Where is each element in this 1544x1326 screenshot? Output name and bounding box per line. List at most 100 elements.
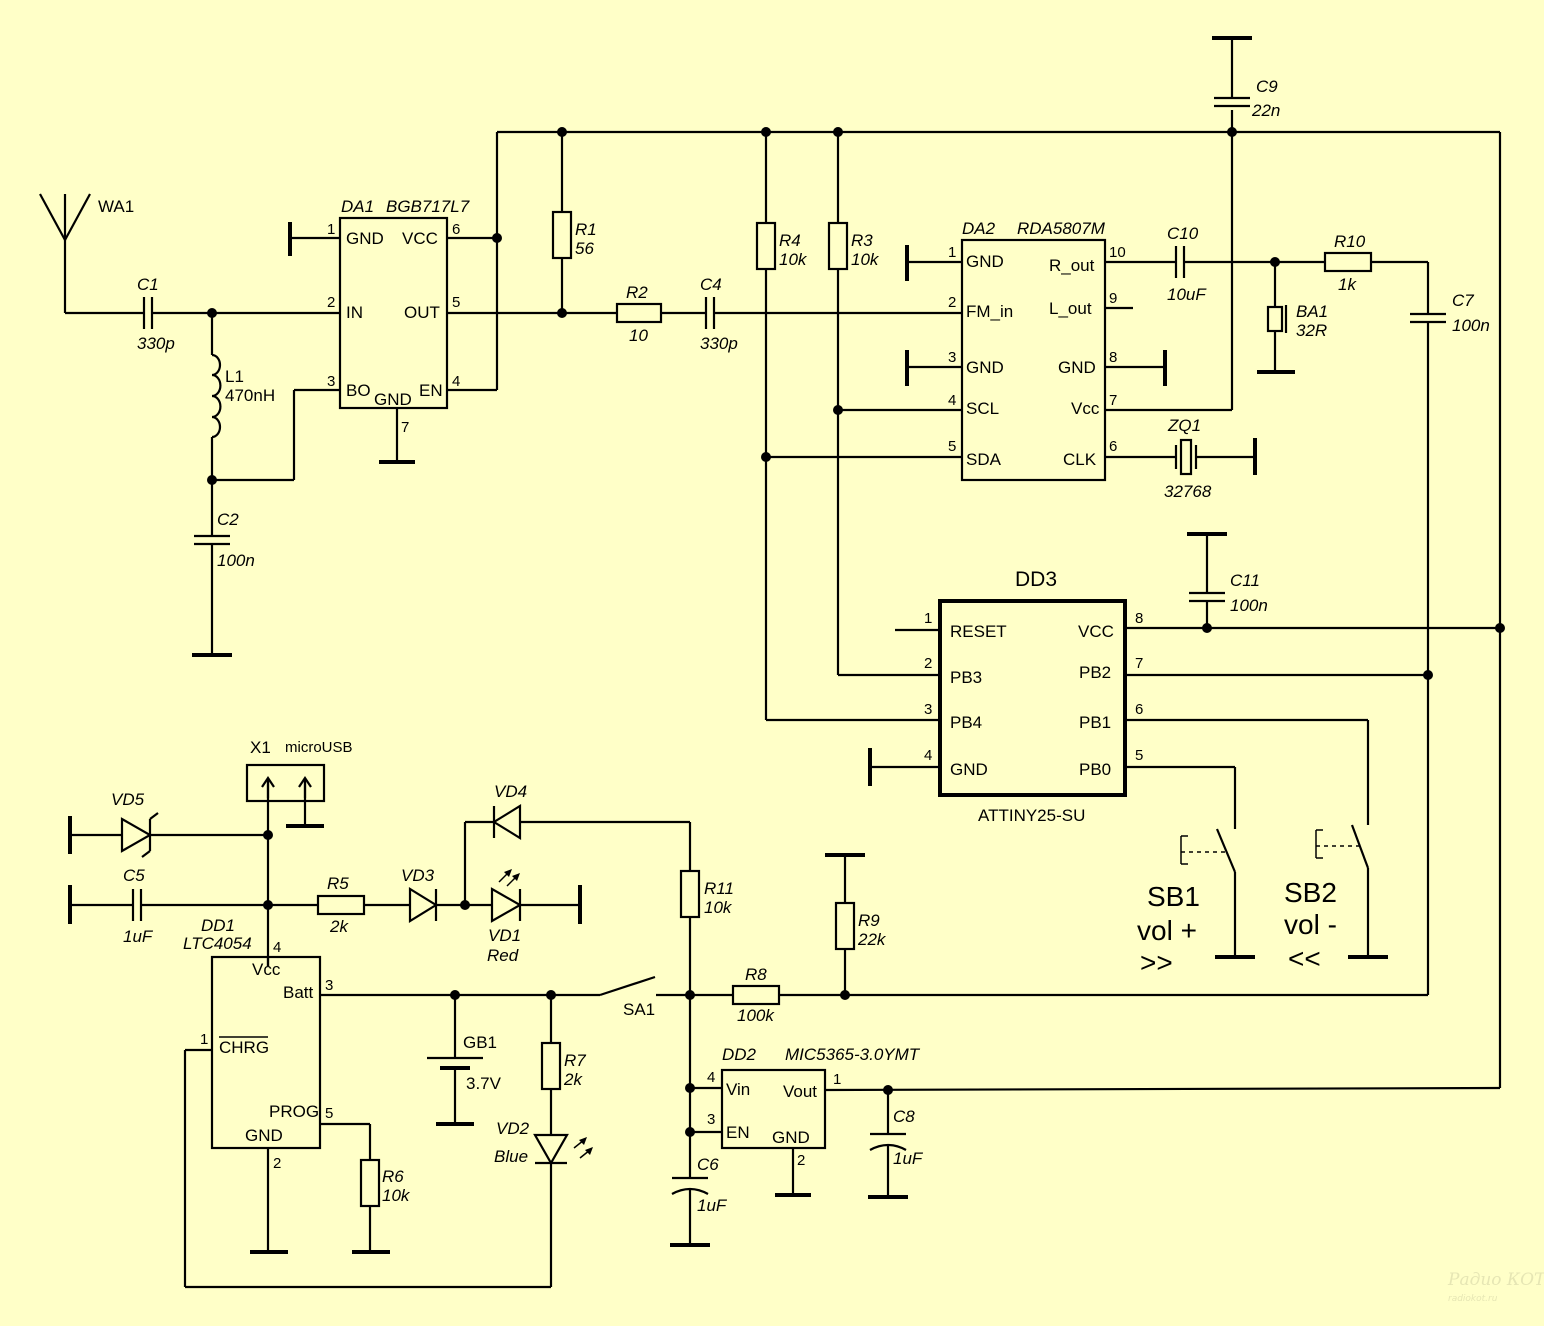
antenna-ref: WA1	[98, 197, 134, 216]
capacitor-c9: C9 22n	[1214, 77, 1280, 120]
x1-type: microUSB	[285, 739, 353, 756]
sa1-ref: SA1	[623, 1000, 655, 1019]
r4-ref: R4	[779, 231, 801, 250]
r3-value: 10k	[851, 250, 880, 269]
dd2-num-3: 3	[707, 1111, 715, 1128]
wires	[63, 38, 1502, 1289]
da2-pin-clk: CLK	[1063, 450, 1097, 469]
dd3-pin-reset: RESET	[950, 622, 1007, 641]
da2-pin-gnd8: GND	[1058, 358, 1096, 377]
ic-da2: DA2 RDA5807M GND FM_in GND SCL SDA R_out…	[948, 219, 1126, 482]
r3-ref: R3	[851, 231, 873, 250]
da2-ref: DA2	[962, 219, 996, 238]
c9-value: 22n	[1251, 101, 1280, 120]
dd2-num-4: 4	[707, 1069, 715, 1086]
dd2-pin-gnd: GND	[772, 1128, 810, 1147]
battery-gb1: GB1 3.7V	[427, 1033, 502, 1093]
da2-num-5: 5	[948, 438, 956, 455]
da2-pin-fm-in: FM_in	[966, 302, 1013, 321]
vd1-ref: VD1	[488, 926, 521, 945]
c7-ref: C7	[1452, 291, 1474, 310]
da2-num-9: 9	[1109, 290, 1117, 307]
dd1-pin-batt: Batt	[283, 983, 314, 1002]
da1-num-7: 7	[401, 419, 409, 436]
x1-ref: X1	[250, 738, 271, 757]
r1-ref: R1	[575, 220, 597, 239]
resistor-r10: R10 1k	[1323, 232, 1373, 294]
capacitor-c6: C6 1uF	[671, 1155, 728, 1215]
capacitor-c5: C5 1uF	[123, 866, 154, 946]
diode-vd4: VD4	[491, 782, 527, 840]
r7-value: 2k	[563, 1070, 583, 1089]
ic-dd1: DD1 LTC4054 Vcc Batt CHRG PROG GND 1 2 3…	[183, 916, 333, 1172]
da1-part: BGB717L7	[386, 197, 470, 216]
c8-value: 1uF	[893, 1149, 924, 1168]
r5-value: 2k	[329, 917, 349, 936]
dd3-pin-pb1: PB1	[1079, 713, 1111, 732]
diode-vd3: VD3	[401, 866, 439, 923]
r6-ref: R6	[382, 1167, 404, 1186]
r11-ref: R11	[704, 879, 734, 898]
r4-value: 10k	[779, 250, 808, 269]
da2-num-2: 2	[948, 294, 956, 311]
da2-pin-vcc: Vcc	[1071, 399, 1100, 418]
da2-pin-r-out: R_out	[1049, 256, 1095, 275]
dd3-ref: DD3	[1015, 568, 1057, 591]
dd3-pin-pb0: PB0	[1079, 760, 1111, 779]
dd3-num-6: 6	[1135, 701, 1143, 718]
sb1-ref: SB1	[1147, 881, 1200, 912]
c4-value: 330p	[700, 334, 738, 353]
resistor-r3: R3 10k	[827, 221, 880, 271]
c9-ref: C9	[1256, 77, 1278, 96]
watermark-url: radiokot.ru	[1448, 1294, 1498, 1304]
da1-pin-out: OUT	[404, 303, 440, 322]
ba1-value: 32R	[1296, 321, 1327, 340]
dd3-num-5: 5	[1135, 747, 1143, 764]
c10-value: 10uF	[1167, 285, 1207, 304]
sb2-symbol: <<	[1288, 943, 1321, 974]
da1-num-2: 2	[327, 294, 335, 311]
dd1-num-1: 1	[200, 1031, 208, 1048]
button-sb2: SB2 vol - <<	[1284, 824, 1370, 974]
diode-vd2: VD2 Blue	[494, 1119, 593, 1166]
vd2-ref: VD2	[496, 1119, 530, 1138]
dd1-num-5: 5	[325, 1105, 333, 1122]
dd2-pin-vout: Vout	[783, 1082, 817, 1101]
r6-value: 10k	[382, 1186, 411, 1205]
da2-pin-gnd3: GND	[966, 358, 1004, 377]
vd4-ref: VD4	[494, 782, 527, 801]
da1-num-6: 6	[452, 221, 460, 238]
ba1-ref: BA1	[1296, 302, 1328, 321]
dd3-pin-pb2: PB2	[1079, 663, 1111, 682]
diode-vd1: VD1 Red	[487, 869, 523, 965]
gb1-value: 3.7V	[466, 1074, 502, 1093]
capacitor-c4: C4 330p	[700, 275, 738, 353]
ic-da1: DA1 BGB717L7 GND IN BO VCC OUT EN GND 1 …	[327, 197, 470, 436]
da2-num-6: 6	[1109, 438, 1117, 455]
dd3-num-3: 3	[924, 701, 932, 718]
vd2-color: Blue	[494, 1147, 528, 1166]
dd2-num-2: 2	[797, 1152, 805, 1169]
sb1-symbol: >>	[1140, 947, 1173, 978]
r11-value: 10k	[704, 898, 733, 917]
antenna-wa1: WA1	[39, 193, 134, 241]
da2-num-10: 10	[1109, 244, 1126, 261]
c7-value: 100n	[1452, 316, 1490, 335]
ic-dd2: DD2 MIC5365-3.0YMT Vin EN GND Vout 1 2 3…	[707, 1045, 921, 1169]
da2-num-8: 8	[1109, 349, 1117, 366]
da1-pin-gnd: GND	[346, 229, 384, 248]
resistor-r7: R7 2k	[540, 1041, 586, 1091]
dd1-part: LTC4054	[183, 934, 252, 953]
da1-ref: DA1	[341, 197, 374, 216]
resistor-r4: R4 10k	[755, 221, 808, 271]
r8-ref: R8	[745, 965, 767, 984]
l1-value: 470nH	[225, 386, 275, 405]
vd5-ref: VD5	[111, 790, 145, 809]
resistor-r8: R8 100k	[731, 965, 781, 1025]
resistor-r9: R9 22k	[834, 901, 887, 951]
sb2-label: vol -	[1284, 909, 1337, 940]
da1-pin-bo: BO	[346, 381, 371, 400]
c6-value: 1uF	[697, 1196, 728, 1215]
c11-value: 100n	[1230, 596, 1268, 615]
dd1-pin-vcc: Vcc	[252, 960, 281, 979]
